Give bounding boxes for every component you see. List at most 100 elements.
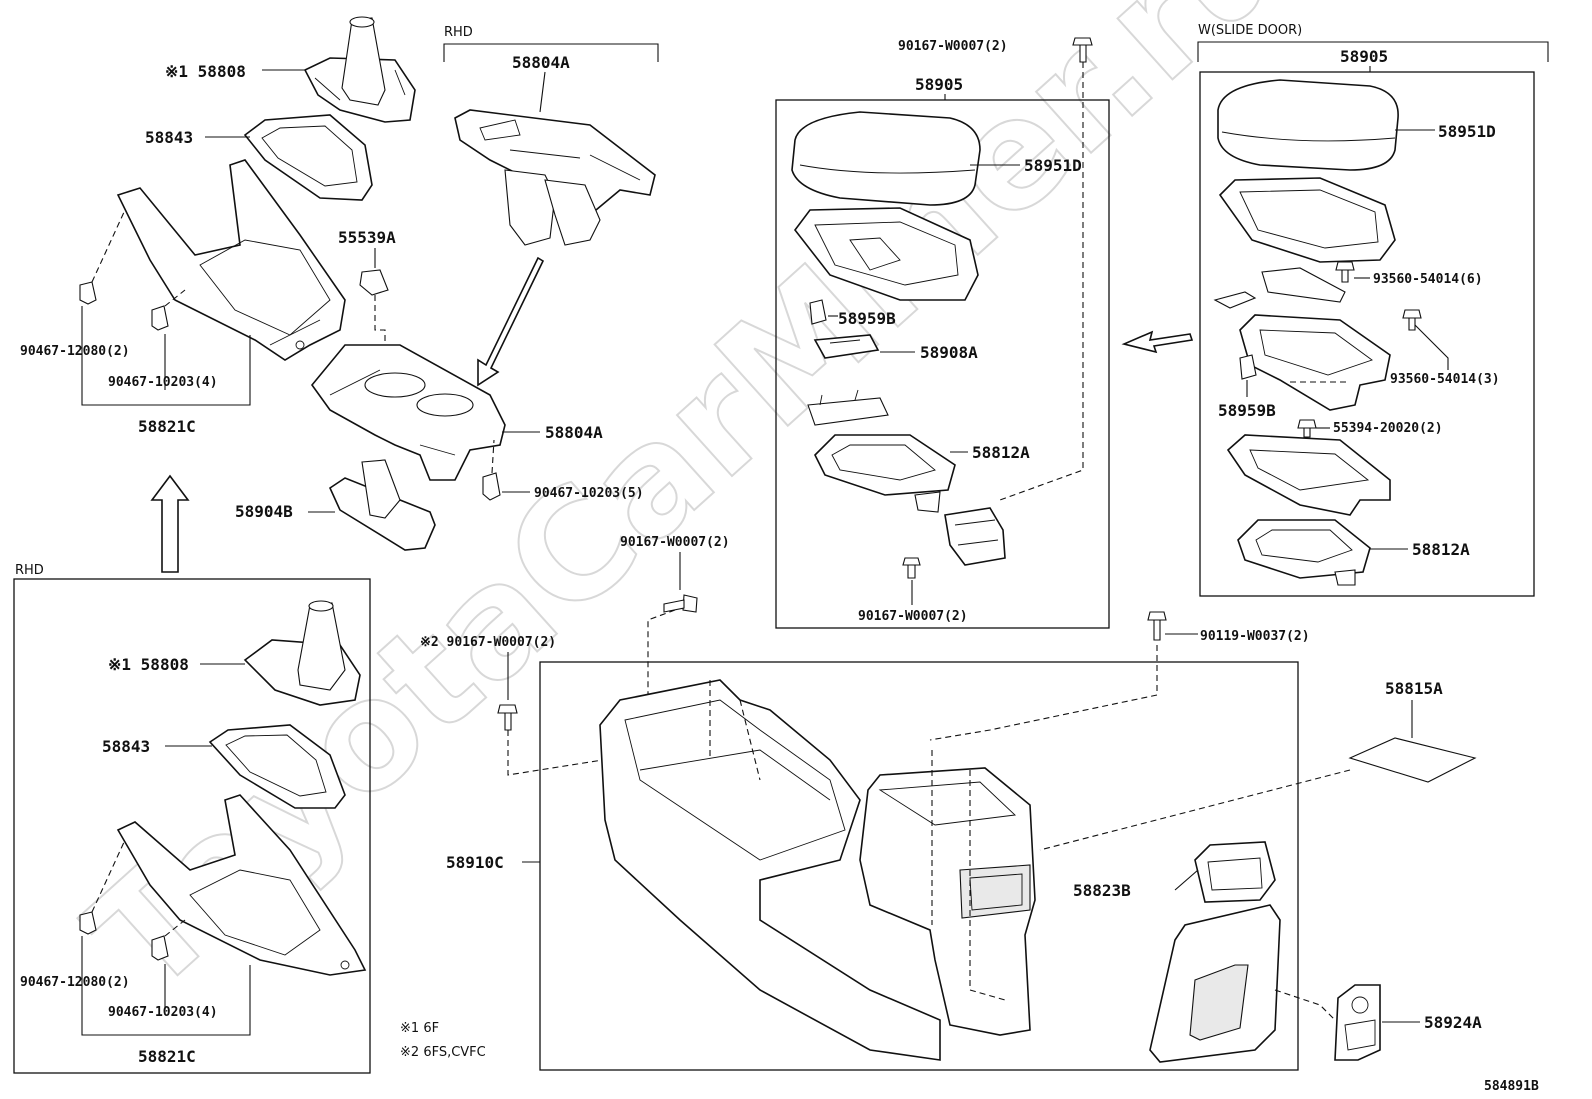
lower-panel: [1149, 904, 1281, 1063]
bolt-90167-left: [663, 594, 698, 613]
note-2: ※2 6FS,CVFC: [400, 1045, 486, 1060]
label-58908a: 58908A: [920, 343, 978, 362]
bolt-90167-note2: [497, 704, 518, 731]
clip-55539a: [359, 269, 389, 296]
clip-90467-10203-top: [151, 305, 169, 331]
label-58910c: 58910C: [446, 853, 504, 872]
shift-boot-58808-top: [303, 16, 416, 123]
console-box: [539, 661, 1299, 1071]
label-58808-top: ※1 58808: [165, 62, 246, 81]
label-90467-10203-5: 90467-10203(5): [534, 486, 644, 501]
cup-holder-58804a: [310, 344, 506, 481]
armrest-box-mid: [775, 99, 1110, 629]
screw-93560-3: [1402, 309, 1422, 331]
note-2-mark: ※2: [400, 1045, 419, 1060]
label-58843-top: 58843: [145, 128, 193, 147]
label-93560-6: 93560-54014(6): [1373, 272, 1483, 287]
cup-holder-58804a-rhd: [454, 109, 656, 246]
diagram-code: 584891B: [1484, 1079, 1539, 1094]
bolt-90167-top: [1072, 37, 1093, 63]
label-90119: 90119-W0037(2): [1200, 629, 1310, 644]
label-rhd-bottom: RHD: [15, 563, 44, 578]
console-body-58910c: [599, 679, 1036, 1061]
armrest-lid-58951d-right: [1217, 79, 1399, 171]
label-90467-12080-bottom: 90467-12080(2): [20, 975, 130, 990]
label-58959b-right: 58959B: [1218, 401, 1276, 420]
label-58951d-mid: 58951D: [1024, 156, 1082, 175]
bracket-58821c-top: [81, 306, 251, 406]
shift-bezel-58843-top: [243, 114, 373, 201]
label-58951d-right: 58951D: [1438, 122, 1496, 141]
switch-58924a: [1334, 984, 1381, 1061]
clip-90467-12080-top: [79, 281, 97, 305]
latch-small-right: [1213, 291, 1257, 309]
frame-right: [1226, 434, 1391, 516]
bracket-mid: [807, 389, 889, 426]
label-58905-right: 58905: [1340, 47, 1388, 66]
label-90167-mid: 90167-W0007(2): [858, 609, 968, 624]
label-rhd-top: RHD: [444, 25, 473, 40]
label-58804a-rhd: 58804A: [512, 53, 570, 72]
dashline: [91, 209, 186, 307]
note-2-text: 6FS,CVFC: [423, 1045, 485, 1060]
label-90167-top: 90167-W0007(2): [898, 39, 1008, 54]
screw-93560-6: [1335, 261, 1355, 283]
shift-boot-58808-bottom: [243, 600, 361, 706]
clip-58959b-right: [1239, 354, 1257, 380]
bracket-rhd-top: [443, 43, 659, 62]
mechanism-right: [1239, 314, 1391, 411]
armrest-base-mid: [793, 207, 979, 301]
clip-90467-12080-bottom: [79, 911, 97, 935]
clip-58959b-mid: [809, 299, 827, 325]
label-90167-left: 90167-W0007(2): [620, 535, 730, 550]
label-93560-3: 93560-54014(3): [1390, 372, 1500, 387]
label-90467-10203-bottom: 90467-10203(4): [108, 1005, 218, 1020]
note-1-mark: ※1: [400, 1021, 419, 1036]
tray-58904b: [328, 459, 436, 551]
label-58812a-right: 58812A: [1412, 540, 1470, 559]
pad-58815a: [1348, 737, 1477, 783]
rhd-bottom-box: [13, 578, 371, 1074]
clip-90467-10203-5: [482, 472, 501, 501]
label-58804a: 58804A: [545, 423, 603, 442]
console-panel-58821c-bottom: [116, 794, 367, 976]
tray-58812a-mid: [814, 434, 956, 513]
label-55394: 55394-20020(2): [1333, 421, 1443, 436]
switch-58908a: [813, 334, 880, 359]
label-90167-note2: ※2 90167-W0007(2): [420, 635, 556, 650]
label-58821c-top: 58821C: [138, 417, 196, 436]
shift-bezel-58843-bottom: [208, 724, 346, 809]
clip-90467-10203-bottom: [151, 935, 169, 961]
label-90467-12080-top: 90467-12080(2): [20, 344, 130, 359]
label-58843-bottom: 58843: [102, 737, 150, 756]
arrow-up: [150, 474, 190, 573]
note-1: ※1 6F: [400, 1021, 439, 1036]
bracket-right-1: [1261, 267, 1346, 303]
label-58904b: 58904B: [235, 502, 293, 521]
armrest-box-right: [1199, 71, 1535, 597]
label-58812a-mid: 58812A: [972, 443, 1030, 462]
latch-mid: [944, 507, 1006, 566]
label-58815a: 58815A: [1385, 679, 1443, 698]
label-58959b-mid: 58959B: [838, 309, 896, 328]
tray-58812a-right: [1237, 519, 1371, 586]
arrow-left: [1121, 330, 1194, 354]
label-58808-bottom: ※1 58808: [108, 655, 189, 674]
label-58821c-bottom: 58821C: [138, 1047, 196, 1066]
label-90467-10203-top: 90467-10203(4): [108, 375, 218, 390]
armrest-base-right: [1218, 177, 1396, 263]
armrest-lid-58951d-mid: [791, 111, 981, 206]
bolt-90167-mid: [902, 557, 921, 579]
label-slide-door: W(SLIDE DOOR): [1198, 23, 1302, 38]
label-58905-mid: 58905: [915, 75, 963, 94]
label-58924a: 58924A: [1424, 1013, 1482, 1032]
label-55539a: 55539A: [338, 228, 396, 247]
arrow-diagonal: [477, 256, 545, 387]
note-1-text: 6F: [423, 1021, 439, 1036]
bolt-90119: [1147, 611, 1167, 641]
console-panel-58821c-top: [116, 159, 346, 361]
screw-55394: [1297, 419, 1317, 438]
label-58823b: 58823B: [1073, 881, 1131, 900]
bezel-58823b: [1194, 841, 1276, 903]
